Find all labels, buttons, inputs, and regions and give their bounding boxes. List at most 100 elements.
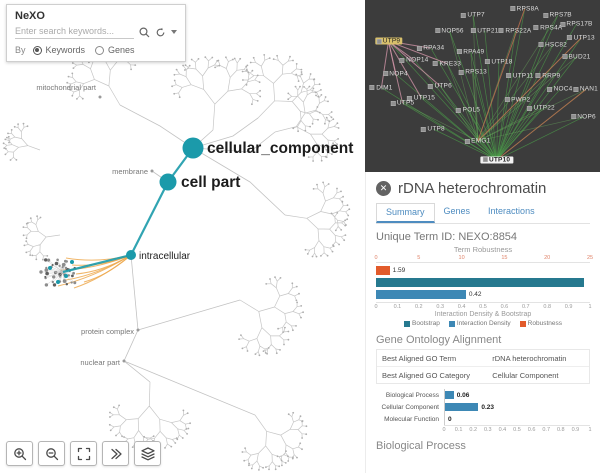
axis-tick: 1 [588, 427, 592, 433]
network-node[interactable]: NOP56 [435, 27, 464, 34]
gene-node-label: UTP11 [512, 72, 534, 80]
network-node[interactable]: BUD21 [562, 53, 591, 60]
network-node[interactable]: POL5 [456, 107, 480, 114]
search-input[interactable] [15, 25, 134, 39]
network-node[interactable]: NOC4 [547, 86, 573, 93]
network-node[interactable]: RPS17B [560, 21, 592, 28]
gene-node-label: HSC82 [545, 41, 567, 49]
zoom-in-button[interactable] [6, 441, 33, 466]
gene-node-marker [407, 96, 412, 101]
gene-node-marker [370, 85, 375, 90]
reset-icon[interactable] [155, 27, 166, 38]
search-icon[interactable] [139, 26, 150, 38]
gene-node-marker [457, 49, 462, 54]
axis-tick: 5 [417, 255, 421, 261]
network-node[interactable]: UTP9 [374, 37, 403, 45]
collapse-levels-button[interactable] [102, 441, 129, 466]
tab-genes[interactable]: Genes [443, 206, 471, 216]
gene-node-label: RPS4A [540, 24, 563, 32]
axis-tick: 0.4 [457, 304, 466, 310]
gene-node-marker [527, 106, 532, 111]
network-node[interactable]: PWP2 [505, 96, 530, 103]
network-node[interactable]: RRP9 [536, 72, 560, 79]
network-node[interactable]: UTP5 [390, 99, 415, 107]
radio-keywords-circle[interactable] [32, 45, 42, 55]
radio-keywords[interactable]: Keywords [32, 45, 85, 55]
axis-tick: 0.4 [498, 427, 507, 433]
close-icon[interactable]: ✕ [376, 181, 391, 196]
network-node[interactable]: HSC82 [539, 41, 567, 48]
term-node-dot[interactable] [136, 328, 140, 332]
tab-summary[interactable]: Summary [376, 203, 435, 223]
axis-tick: 0.1 [393, 304, 402, 310]
chevron-down-icon[interactable] [171, 30, 177, 34]
network-node[interactable]: UTP15 [407, 95, 435, 102]
term-node-dot[interactable] [150, 169, 154, 173]
go-bar-value: 0.23 [481, 403, 494, 411]
gene-node-label: UTP7 [467, 11, 485, 19]
network-node[interactable]: UTP11 [506, 72, 534, 80]
gene-node-label: NAN1 [579, 85, 598, 93]
radio-genes-circle[interactable] [95, 45, 105, 55]
bar-value-label: 0.42 [468, 291, 482, 298]
network-node[interactable]: RPA49 [457, 48, 484, 55]
gene-node-marker [499, 28, 504, 33]
axis-tick: 0.2 [414, 304, 423, 310]
network-node[interactable]: NOP4 [383, 70, 408, 77]
network-node[interactable]: UTP7 [461, 11, 485, 19]
network-node[interactable]: RPA34 [417, 45, 444, 52]
zoom-out-button[interactable] [38, 441, 65, 466]
layers-button[interactable] [134, 441, 161, 466]
ontology-tree-canvas[interactable]: cellular_component cell part intracellul… [0, 0, 365, 473]
gene-node-label: NOP14 [406, 56, 429, 64]
zoom-in-icon [13, 447, 26, 460]
gene-node-marker [562, 54, 567, 59]
gene-node-label: UTP5 [396, 99, 415, 107]
network-node[interactable]: NOP14 [400, 57, 428, 64]
network-node[interactable]: UTP22 [527, 105, 555, 112]
network-node[interactable]: RPS22A [499, 27, 531, 34]
axis-tick: 0.7 [542, 427, 551, 433]
network-node[interactable]: RPS4A [534, 24, 562, 31]
network-node[interactable]: UTP6 [428, 83, 452, 90]
network-node[interactable]: RPS13 [459, 69, 487, 76]
gene-node-marker [417, 46, 422, 51]
term-details-panel: ✕ rDNA heterochromatin Summary Genes Int… [365, 172, 600, 473]
network-node[interactable]: UTP8 [421, 126, 445, 133]
node-intracellular[interactable] [126, 250, 136, 260]
gene-node-label: DIM1 [376, 84, 393, 92]
network-node[interactable]: KRE33 [433, 60, 461, 67]
ontology-tree-pane[interactable]: cellular_component cell part intracellul… [0, 0, 365, 473]
radio-genes[interactable]: Genes [95, 45, 135, 55]
network-node[interactable]: UTP13 [567, 34, 595, 41]
term-node-dot[interactable] [98, 95, 102, 99]
node-cell-part[interactable] [159, 173, 177, 191]
node-cellular-component[interactable] [182, 137, 204, 159]
network-node[interactable]: RPS7B [543, 12, 572, 19]
network-node[interactable]: NAN1 [573, 85, 598, 93]
network-node[interactable]: DIM1 [370, 84, 392, 91]
network-node[interactable]: UTP10 [479, 156, 514, 164]
gene-node-marker [400, 58, 405, 63]
go-alignment-title: Gene Ontology Alignment [376, 334, 502, 346]
axis-tick: 25 [586, 255, 594, 261]
search-by-label: By [15, 45, 26, 55]
term-node-dot[interactable] [122, 359, 126, 363]
network-node[interactable]: EMG1 [465, 138, 490, 145]
robustness-bars: 1.59 0.42 [376, 266, 590, 299]
network-node[interactable]: RPS8A [510, 5, 539, 12]
chart-title: Term Robustness [453, 245, 513, 254]
network-node[interactable]: UTP18 [485, 58, 512, 65]
gene-node-marker [461, 13, 466, 18]
gene-node-label: RPA49 [463, 48, 485, 56]
network-node[interactable]: UTP21 [471, 27, 498, 34]
tab-interactions[interactable]: Interactions [488, 206, 535, 216]
network-node[interactable]: NOP6 [571, 113, 596, 120]
zoom-fit-button[interactable] [70, 441, 97, 466]
bar-value-label: 1.59 [392, 267, 406, 274]
axis-tick: 0.2 [469, 427, 478, 433]
